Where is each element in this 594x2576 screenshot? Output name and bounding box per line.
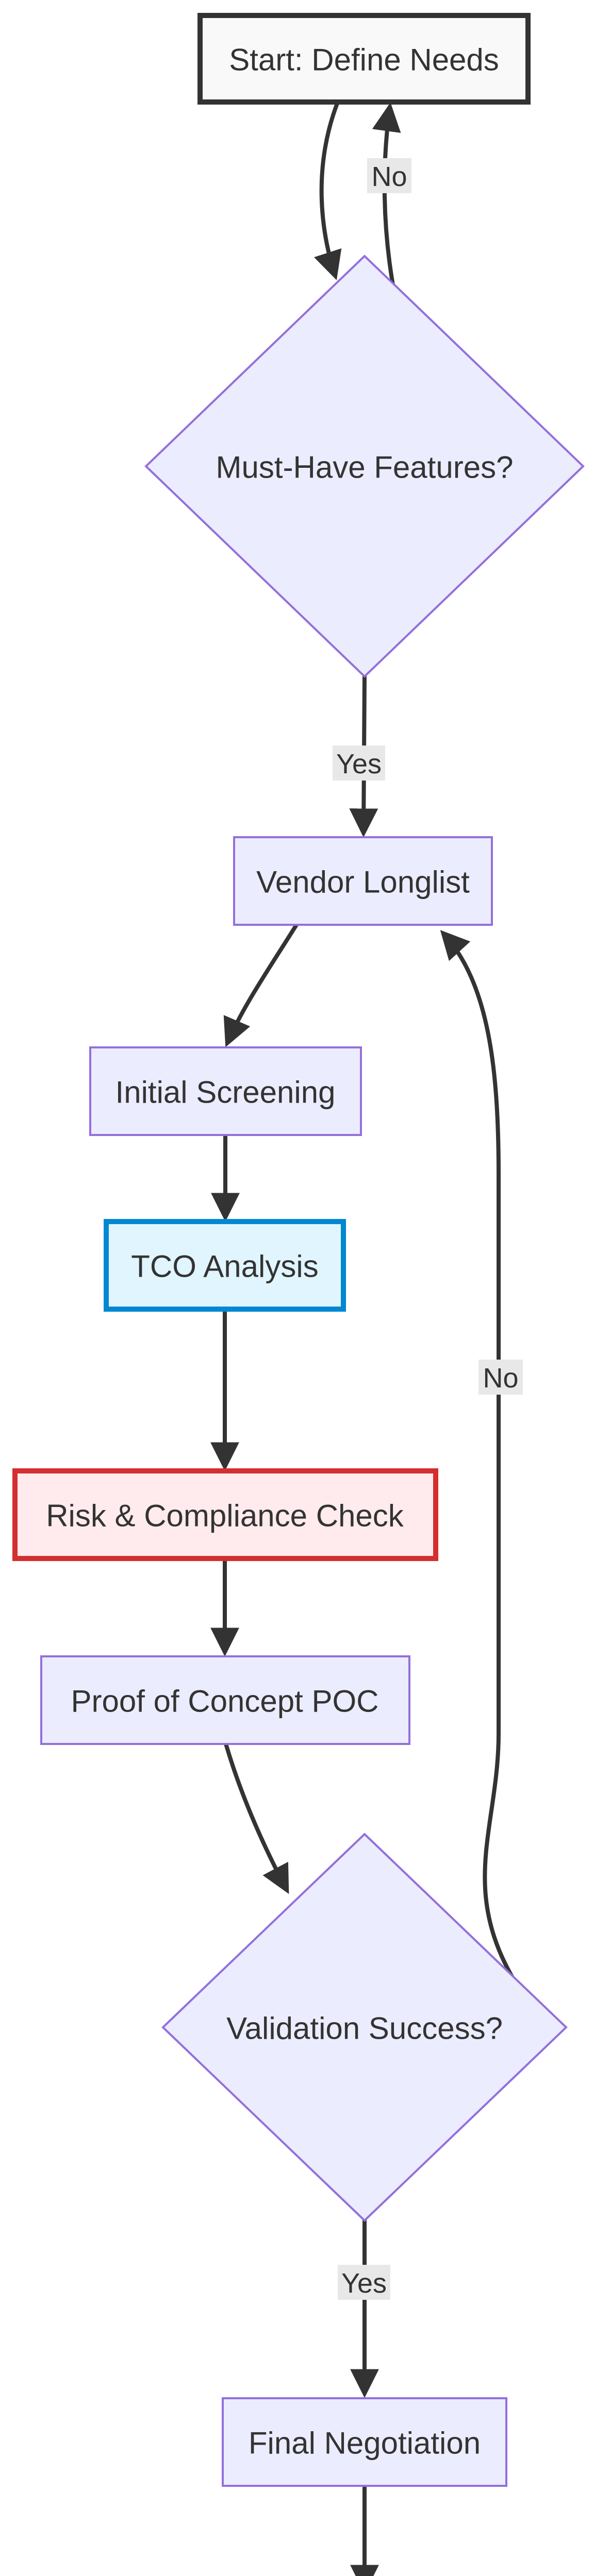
node-tco-analysis-box: [104, 1219, 346, 1312]
edge-vendor-to-initial: [223, 923, 299, 1047]
node-decision-must-have-features: Must-Have Features?: [144, 255, 585, 678]
node-final-negotiation-box: [222, 2397, 507, 2487]
node-proof-of-concept-label: Proof of Concept POC: [71, 1684, 379, 1719]
edge-label-yes-2-bg: [338, 2265, 390, 2300]
node-tco-analysis: TCO Analysis: [104, 1219, 346, 1312]
edge-decision2-to-vendor-no: [440, 930, 519, 1987]
edge-start-to-decision1: [314, 100, 342, 280]
edge-label-yes-1-bg: [333, 745, 385, 781]
node-risk-compliance-check: Risk & Compliance Check: [12, 1468, 438, 1561]
node-decision-must-have-features-shape: [144, 255, 585, 678]
edge-label-no-2: No: [478, 1360, 523, 1395]
node-vendor-longlist: Vendor Longlist: [233, 836, 493, 926]
edge-label-yes-2-text: Yes: [341, 2268, 387, 2299]
node-decision-validation-success-label: Validation Success?: [226, 2011, 503, 2046]
edge-label-yes-1: Yes: [333, 745, 385, 781]
node-decision-must-have-features-label: Must-Have Features?: [216, 450, 514, 485]
edge-layer: [210, 100, 519, 2576]
node-start-box: [197, 13, 531, 105]
node-final-negotiation: Final Negotiation: [222, 2397, 507, 2487]
edge-label-no-1: No: [367, 158, 411, 193]
node-decision-validation-success: Validation Success?: [161, 1833, 568, 2222]
node-initial-screening-label: Initial Screening: [116, 1075, 336, 1110]
node-proof-of-concept: Proof of Concept POC: [40, 1655, 410, 1745]
edge-decision1-to-start-no: [372, 102, 401, 287]
edge-label-no-2-bg: [478, 1360, 523, 1395]
node-tco-analysis-label: TCO Analysis: [131, 1249, 318, 1284]
node-initial-screening-box: [89, 1046, 362, 1136]
node-proof-of-concept-box: [40, 1655, 410, 1745]
edge-label-no-2-text: No: [483, 1363, 518, 1394]
edge-label-no-1-text: No: [371, 161, 407, 192]
node-vendor-longlist-box: [233, 836, 493, 926]
node-risk-compliance-check-label: Risk & Compliance Check: [46, 1499, 404, 1533]
node-start: Start: Define Needs: [197, 13, 531, 105]
node-start-label: Start: Define Needs: [229, 43, 499, 77]
edge-poc-to-decision2: [224, 1742, 289, 1894]
edge-label-yes-1-text: Yes: [336, 749, 382, 779]
node-decision-validation-success-shape: [161, 1833, 568, 2222]
node-initial-screening: Initial Screening: [89, 1046, 362, 1136]
edge-label-no-1-bg: [367, 158, 411, 193]
node-vendor-longlist-label: Vendor Longlist: [256, 865, 470, 900]
node-final-negotiation-label: Final Negotiation: [249, 2426, 481, 2461]
edge-label-yes-2: Yes: [338, 2265, 390, 2300]
node-risk-compliance-check-box: [12, 1468, 438, 1561]
